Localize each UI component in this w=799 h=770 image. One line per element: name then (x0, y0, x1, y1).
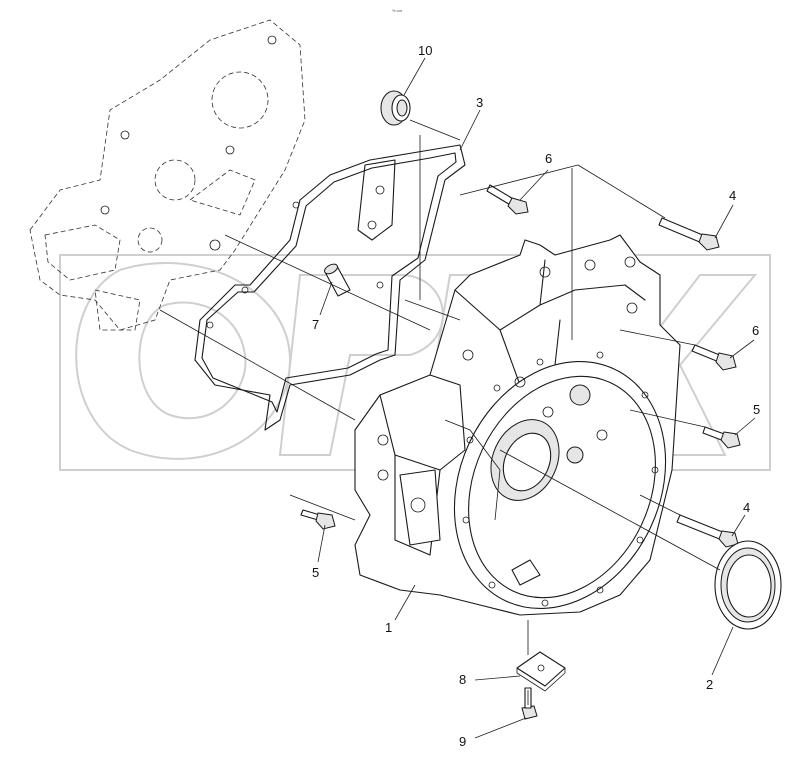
callout-5-right: 5 (753, 402, 760, 417)
callout-5-left: 5 (312, 565, 319, 580)
callout-4-top: 4 (729, 188, 736, 203)
dowel-pin-part-7 (324, 263, 351, 297)
top-mark: %.om (392, 8, 403, 13)
callout-6-top: 6 (545, 151, 552, 166)
bolt-part-6-right (691, 344, 737, 371)
gasket-part-3 (194, 144, 466, 431)
bolt-part-6-top (486, 184, 529, 215)
callout-7: 7 (312, 317, 319, 332)
oil-seal-part-2 (714, 540, 782, 630)
callout-leaders (317, 57, 756, 739)
callout-1: 1 (385, 620, 392, 635)
callout-4-lower: 4 (743, 500, 750, 515)
callout-8: 8 (459, 672, 466, 687)
callout-6-right: 6 (752, 323, 759, 338)
seal-part-10 (380, 90, 411, 126)
bolt-part-5-left (300, 509, 336, 530)
bolt-part-9 (521, 687, 538, 720)
timing-cover-phantom (29, 19, 306, 331)
cover-plate-part-8 (516, 651, 566, 692)
callout-labels: 10 3 6 4 7 6 5 4 5 1 8 2 9 (312, 43, 760, 749)
bolt-part-5-right (702, 426, 741, 449)
bolt-part-4-top (658, 217, 720, 251)
flywheel-housing-part-1 (354, 234, 681, 616)
assembly-lines (159, 119, 721, 705)
callout-2: 2 (706, 677, 713, 692)
callout-3: 3 (476, 95, 483, 110)
bolt-part-4-lower (676, 514, 739, 548)
callout-10: 10 (418, 43, 432, 58)
callout-9: 9 (459, 734, 466, 749)
